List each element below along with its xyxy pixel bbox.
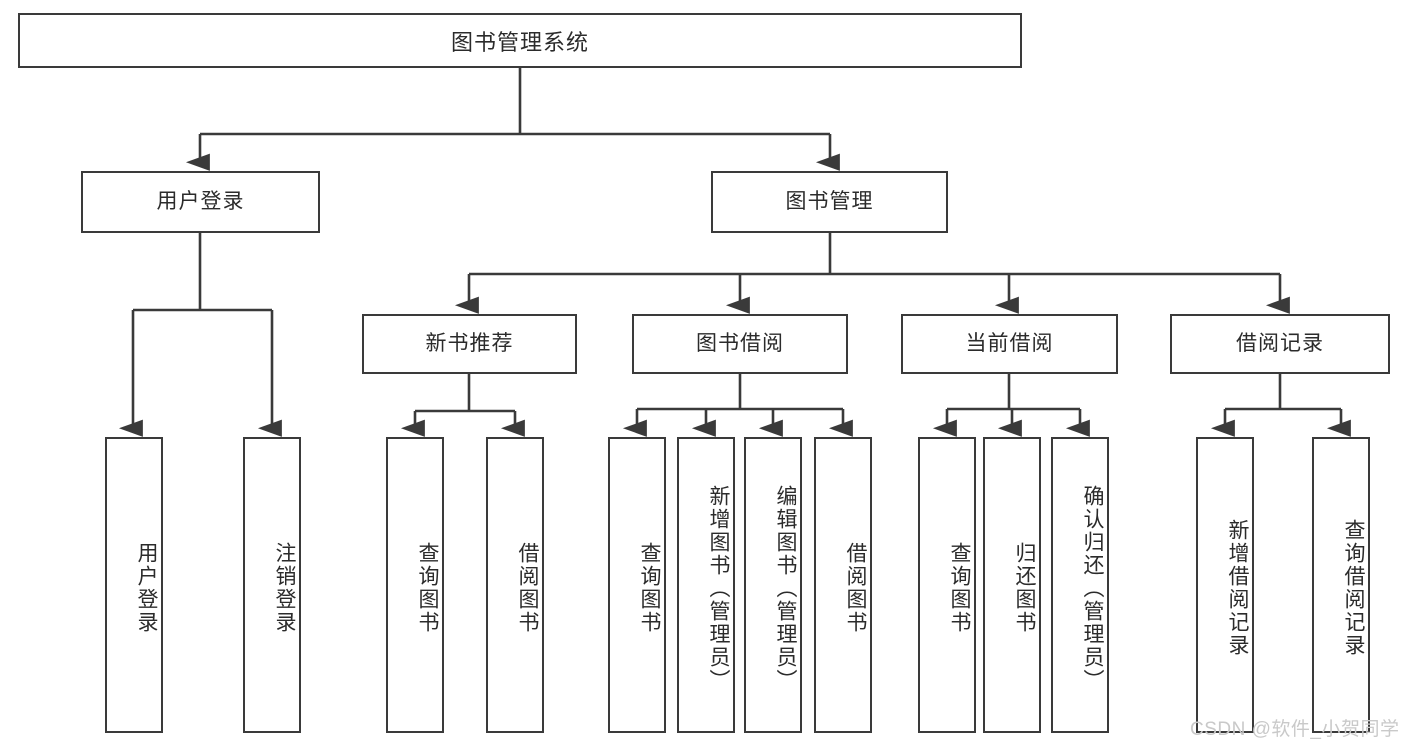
node-label: 图书借阅 — [696, 332, 784, 356]
leaf-return-book[interactable]: 归还图书 — [983, 437, 1041, 733]
node-label: 确认归还（管理员） — [1081, 484, 1104, 692]
leaf-user-login[interactable]: 用户登录 — [105, 437, 163, 733]
leaf-query-borrow-record[interactable]: 查询借阅记录 — [1312, 437, 1370, 733]
node-label: 新增借阅记录 — [1226, 519, 1249, 657]
node-label: 归还图书 — [1013, 542, 1036, 634]
leaf-add-borrow-record[interactable]: 新增借阅记录 — [1196, 437, 1254, 733]
leaf-query-book-newbook[interactable]: 查询图书 — [386, 437, 444, 733]
node-label: 查询借阅记录 — [1342, 519, 1365, 657]
node-label: 用户登录 — [135, 542, 158, 634]
node-label: 新书推荐 — [425, 332, 514, 356]
watermark-text: CSDN @软件_小贺同学 — [1190, 719, 1400, 740]
leaf-query-book-current[interactable]: 查询图书 — [918, 437, 976, 733]
node-label: 新增图书（管理员） — [707, 484, 730, 692]
node-label: 借阅图书 — [844, 542, 867, 634]
node-label: 查询图书 — [416, 542, 439, 634]
node-label: 编辑图书（管理员） — [774, 484, 797, 692]
leaf-query-book-borrow[interactable]: 查询图书 — [608, 437, 666, 733]
node-label: 用户登录 — [156, 190, 245, 214]
node-label: 当前借阅 — [965, 332, 1054, 356]
leaf-edit-book-admin[interactable]: 编辑图书（管理员） — [744, 437, 802, 733]
node-book-management[interactable]: 图书管理 — [711, 171, 948, 233]
leaf-borrow-book[interactable]: 借阅图书 — [814, 437, 872, 733]
leaf-confirm-return-admin[interactable]: 确认归还（管理员） — [1051, 437, 1109, 733]
leaf-add-book-admin[interactable]: 新增图书（管理员） — [677, 437, 735, 733]
node-new-book-recommendation[interactable]: 新书推荐 — [362, 314, 577, 374]
node-label: 借阅图书 — [516, 542, 539, 634]
node-label: 查询图书 — [948, 542, 971, 634]
leaf-logout-login[interactable]: 注销登录 — [243, 437, 301, 733]
node-label: 注销登录 — [273, 542, 296, 634]
node-root-system[interactable]: 图书管理系统 — [18, 13, 1022, 68]
csdn-watermark: CSDN @软件_小贺同学 — [1190, 714, 1399, 741]
node-label: 查询图书 — [638, 542, 661, 634]
node-book-borrow[interactable]: 图书借阅 — [632, 314, 848, 374]
node-label: 图书管理系统 — [450, 29, 589, 55]
node-current-borrow[interactable]: 当前借阅 — [901, 314, 1118, 374]
node-label: 图书管理 — [785, 190, 874, 214]
leaf-borrow-book-newbook[interactable]: 借阅图书 — [486, 437, 544, 733]
node-user-login[interactable]: 用户登录 — [81, 171, 320, 233]
node-borrow-records[interactable]: 借阅记录 — [1170, 314, 1390, 374]
node-label: 借阅记录 — [1236, 332, 1324, 356]
